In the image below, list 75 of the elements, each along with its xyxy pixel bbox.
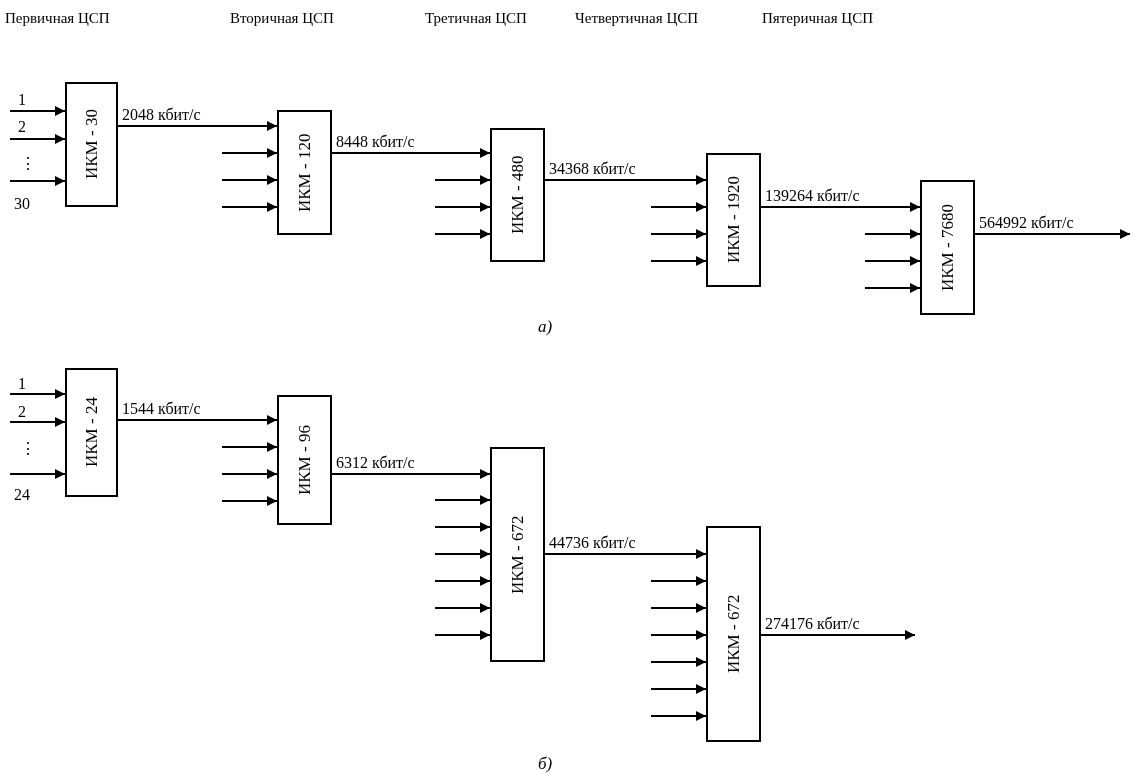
arrow [117, 415, 278, 425]
arrow [434, 576, 491, 586]
level-heading: Первичная ЦСП [5, 11, 110, 26]
arrow [434, 229, 491, 239]
arrow [331, 469, 491, 479]
multiplexer-box: ИКМ - 30 [65, 82, 118, 207]
level-heading: Вторичная ЦСП [230, 11, 334, 26]
arrow [221, 442, 278, 452]
edge-label: 1544 кбит/с [122, 401, 201, 417]
arrow [434, 630, 491, 640]
arrow [221, 148, 278, 158]
multiplexer-box: ИКМ - 480 [490, 128, 545, 262]
channel-number: 2 [18, 404, 26, 420]
arrow [650, 657, 707, 667]
level-heading: Третичная ЦСП [425, 11, 527, 26]
arrow [221, 175, 278, 185]
edge-label: 34368 кбит/с [549, 161, 636, 177]
arrow [650, 684, 707, 694]
arrow [9, 176, 66, 186]
arrow [974, 229, 1131, 239]
edge-label: 564992 кбит/с [979, 215, 1074, 231]
arrow [9, 417, 66, 427]
arrow [650, 630, 707, 640]
multiplexer-box: ИКМ - 1920 [706, 153, 761, 287]
arrow [650, 229, 707, 239]
channel-number: 1 [18, 376, 26, 392]
arrow [434, 549, 491, 559]
arrow [434, 175, 491, 185]
level-heading: Пятеричная ЦСП [762, 11, 874, 26]
arrow [544, 549, 707, 559]
channel-number: 1 [18, 92, 26, 108]
arrow [9, 106, 66, 116]
panel-label: б) [538, 755, 553, 772]
arrow [434, 202, 491, 212]
multiplexer-box: ИКМ - 672 [706, 526, 761, 742]
arrow [221, 496, 278, 506]
multiplexer-box: ИКМ - 96 [277, 395, 332, 525]
arrow [9, 134, 66, 144]
edge-label: 139264 кбит/с [765, 188, 860, 204]
arrow [544, 175, 707, 185]
arrow [434, 603, 491, 613]
channel-number: 2 [18, 119, 26, 135]
arrow [864, 256, 921, 266]
edge-label: 8448 кбит/с [336, 134, 415, 150]
edge-label: 44736 кбит/с [549, 535, 636, 551]
arrow [650, 576, 707, 586]
level-heading: Четвертичная ЦСП [575, 11, 699, 26]
channel-number: 30 [14, 196, 30, 212]
arrow [650, 711, 707, 721]
arrow [331, 148, 491, 158]
arrow [650, 202, 707, 212]
edge-label: 2048 кбит/с [122, 107, 201, 123]
arrow [221, 469, 278, 479]
channel-number: 24 [14, 487, 30, 503]
multiplexer-box: ИКМ - 7680 [920, 180, 975, 315]
arrow [434, 522, 491, 532]
multiplexer-box: ИКМ - 24 [65, 368, 118, 497]
arrow [9, 469, 66, 479]
arrow [221, 202, 278, 212]
multiplexer-box: ИКМ - 120 [277, 110, 332, 235]
arrow [9, 389, 66, 399]
panel-label: а) [538, 318, 553, 335]
arrow [650, 603, 707, 613]
arrow [864, 283, 921, 293]
multiplexer-box: ИКМ - 672 [490, 447, 545, 662]
edge-label: 6312 кбит/с [336, 455, 415, 471]
channel-number: ⋮ [20, 156, 36, 172]
edge-label: 274176 кбит/с [765, 616, 860, 632]
arrow [434, 495, 491, 505]
arrow [864, 229, 921, 239]
arrow [650, 256, 707, 266]
arrow [117, 121, 278, 131]
channel-number: ⋮ [20, 441, 36, 457]
arrow [760, 630, 916, 640]
arrow [760, 202, 921, 212]
